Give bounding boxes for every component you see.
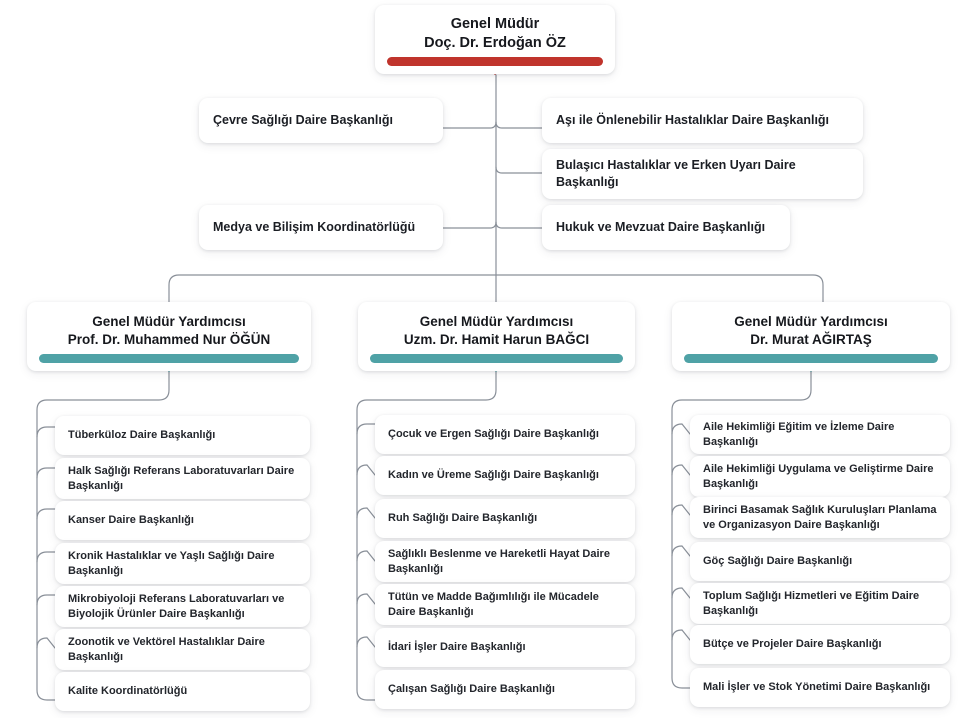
unit-label: Kronik Hastalıklar ve Yaşlı Sağlığı Dair… <box>68 549 275 577</box>
unit-card[interactable]: Tütün ve Madde Bağımlılığı ile Mücadele … <box>375 584 635 625</box>
unit-label: Mikrobiyoloji Referans Laboratuvarları v… <box>68 592 285 620</box>
unit-card[interactable]: Çocuk ve Ergen Sağlığı Daire Başkanlığı <box>375 415 635 454</box>
deputy-name: Uzm. Dr. Hamit Harun BAĞCI <box>403 331 590 347</box>
direct-report-label: Aşı ile Önlenebilir Hastalıklar Daire Ba… <box>556 113 830 128</box>
direct-report-card[interactable]: Bulaşıcı Hastalıklar ve Erken Uyarı Dair… <box>542 149 863 199</box>
unit-card[interactable]: Sağlıklı Beslenme ve Hareketli Hayat Dai… <box>375 541 635 582</box>
unit-label: Kanser Daire Başkanlığı <box>68 514 194 527</box>
unit-card[interactable]: Göç Sağlığı Daire Başkanlığı <box>690 542 950 581</box>
unit-label: Kadın ve Üreme Sağlığı Daire Başkanlığı <box>388 469 599 482</box>
unit-label: Halk Sağlığı Referans Laboratuvarları Da… <box>68 464 295 492</box>
unit-label: Aile Hekimliği Uygulama ve Geliştirme Da… <box>703 462 934 490</box>
unit-label: İdari İşler Daire Başkanlığı <box>388 641 526 654</box>
deputy-name: Prof. Dr. Muhammed Nur ÖĞÜN <box>67 331 271 347</box>
unit-card[interactable]: Çalışan Sağlığı Daire Başkanlığı <box>375 670 635 709</box>
direct-report-label: Bulaşıcı Hastalıklar ve Erken Uyarı Dair… <box>556 158 796 189</box>
unit-card[interactable]: Aile Hekimliği Uygulama ve Geliştirme Da… <box>690 456 950 497</box>
deputy-accent-bar <box>370 354 623 363</box>
direct-report-label: Hukuk ve Mevzuat Daire Başkanlığı <box>556 220 766 235</box>
unit-label: Kalite Koordinatörlüğü <box>68 685 188 698</box>
unit-label: Mali İşler ve Stok Yönetimi Daire Başkan… <box>703 681 931 694</box>
unit-card[interactable]: Toplum Sağlığı Hizmetleri ve Eğitim Dair… <box>690 583 950 624</box>
unit-label: Tüberküloz Daire Başkanlığı <box>68 429 216 442</box>
unit-label: Bütçe ve Projeler Daire Başkanlığı <box>703 638 882 651</box>
unit-label: Çalışan Sağlığı Daire Başkanlığı <box>388 683 555 696</box>
unit-card[interactable]: Ruh Sağlığı Daire Başkanlığı <box>375 499 635 538</box>
deputy-role: Genel Müdür Yardımcısı <box>734 314 888 330</box>
unit-card[interactable]: Kadın ve Üreme Sağlığı Daire Başkanlığı <box>375 456 635 495</box>
unit-card[interactable]: Mali İşler ve Stok Yönetimi Daire Başkan… <box>690 668 950 707</box>
direct-report-card[interactable]: Çevre Sağlığı Daire Başkanlığı <box>199 98 443 143</box>
unit-card[interactable]: İdari İşler Daire Başkanlığı <box>375 628 635 667</box>
unit-card[interactable]: Bütçe ve Projeler Daire Başkanlığı <box>690 625 950 664</box>
deputy-accent-bar <box>39 354 299 363</box>
unit-card[interactable]: Mikrobiyoloji Referans Laboratuvarları v… <box>55 586 310 627</box>
direct-report-card[interactable]: Medya ve Bilişim Koordinatörlüğü <box>199 205 443 250</box>
unit-label: Zoonotik ve Vektörel Hastalıklar Daire B… <box>68 635 265 663</box>
direct-report-card[interactable]: Aşı ile Önlenebilir Hastalıklar Daire Ba… <box>542 98 863 143</box>
unit-card[interactable]: Kronik Hastalıklar ve Yaşlı Sağlığı Dair… <box>55 543 310 584</box>
unit-label: Aile Hekimliği Eğitim ve İzleme Daire Ba… <box>703 420 895 448</box>
unit-label: Çocuk ve Ergen Sağlığı Daire Başkanlığı <box>388 428 599 441</box>
unit-card[interactable]: Zoonotik ve Vektörel Hastalıklar Daire B… <box>55 629 310 670</box>
deputy-role: Genel Müdür Yardımcısı <box>419 314 574 330</box>
unit-card[interactable]: Aile Hekimliği Eğitim ve İzleme Daire Ba… <box>690 415 950 454</box>
deputy-role: Genel Müdür Yardımcısı <box>92 314 246 330</box>
direct-report-label: Çevre Sağlığı Daire Başkanlığı <box>213 113 393 128</box>
unit-card[interactable]: Kalite Koordinatörlüğü <box>55 672 310 711</box>
root-role: Genel Müdür <box>450 15 540 32</box>
unit-label: Sağlıklı Beslenme ve Hareketli Hayat Dai… <box>388 547 610 575</box>
deputy-accent-bar <box>684 354 938 363</box>
direct-report-label: Medya ve Bilişim Koordinatörlüğü <box>213 220 416 235</box>
deputy-name: Dr. Murat AĞIRTAŞ <box>750 331 872 347</box>
root-name: Doç. Dr. Erdoğan ÖZ <box>424 34 566 51</box>
unit-card[interactable]: Halk Sağlığı Referans Laboratuvarları Da… <box>55 458 310 499</box>
unit-card[interactable]: Kanser Daire Başkanlığı <box>55 501 310 540</box>
root-accent-bar <box>387 57 603 66</box>
unit-label: Birinci Basamak Sağlık Kuruluşları Planl… <box>703 503 937 531</box>
unit-label: Toplum Sağlığı Hizmetleri ve Eğitim Dair… <box>703 589 920 617</box>
direct-report-card[interactable]: Hukuk ve Mevzuat Daire Başkanlığı <box>542 205 790 250</box>
unit-label: Göç Sağlığı Daire Başkanlığı <box>703 555 853 568</box>
unit-label: Ruh Sağlığı Daire Başkanlığı <box>388 512 538 525</box>
unit-card[interactable]: Tüberküloz Daire Başkanlığı <box>55 416 310 455</box>
unit-card[interactable]: Birinci Basamak Sağlık Kuruluşları Planl… <box>690 497 950 538</box>
unit-label: Tütün ve Madde Bağımlılığı ile Mücadele … <box>388 590 599 618</box>
